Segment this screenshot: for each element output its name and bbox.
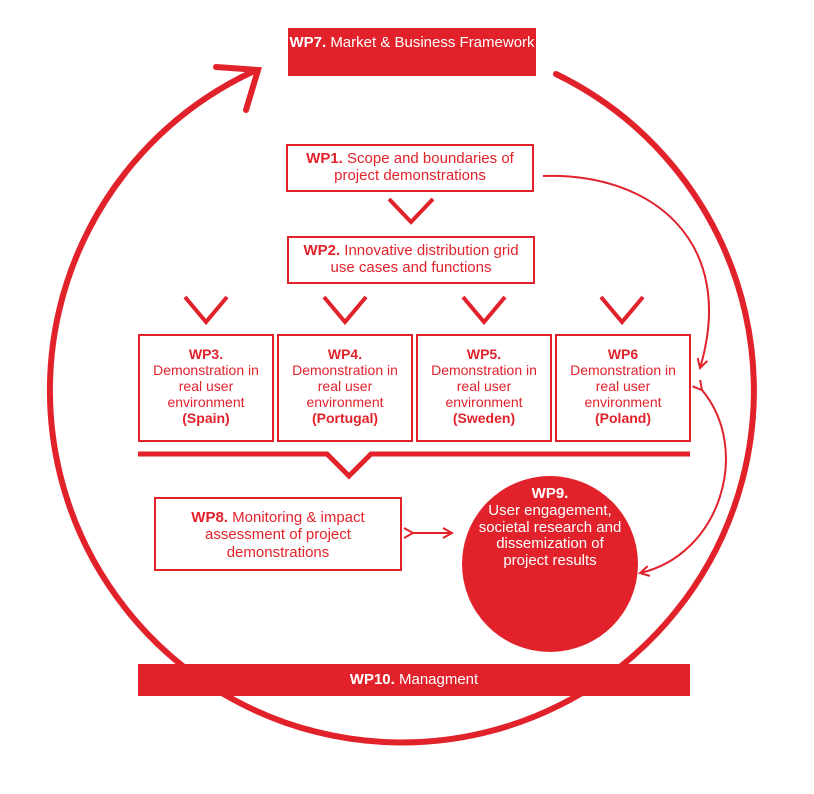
wp6-text: Demonstration in real user environment [570, 362, 676, 411]
wp7-code: WP7. [289, 34, 327, 51]
chevron-wp2-to-wp4 [322, 295, 368, 326]
wp5-text: Demonstration in real user environment [431, 362, 537, 411]
wp10-bar: WP10. Managment [138, 664, 690, 696]
wp7-box: WP7. Market & Business Framework [288, 28, 536, 76]
wp1-box: WP1. Scope and boundaries of project dem… [286, 144, 534, 192]
wp4-text: Demonstration in real user environment [292, 362, 398, 411]
wp8-code: WP8. [191, 509, 228, 526]
merge-bar [138, 451, 690, 480]
wp9-code: WP9. [531, 485, 569, 502]
wp2-box: WP2. Innovative distribution grid use ca… [287, 236, 535, 284]
wp3-code: WP3. [188, 346, 224, 362]
wp7-title: Market & Business Framework [330, 34, 535, 51]
wp9-circle: WP9. User engagement, societal research … [462, 476, 638, 652]
wp2-title: Innovative distribution grid use cases a… [330, 242, 519, 277]
chevron-wp2-to-wp6 [599, 295, 645, 326]
arrow-wp1-to-wp6 [542, 174, 710, 368]
chevron-wp1-to-wp2 [387, 197, 435, 225]
chevron-wp2-to-wp3 [183, 295, 229, 326]
chevron-wp2-to-wp5 [461, 295, 507, 326]
wp8-title: Monitoring & impact assessment of projec… [205, 509, 365, 561]
outer-cycle-arrowhead [213, 64, 262, 113]
wp10-title: Managment [398, 671, 479, 688]
outer-cycle-arrow [46, 69, 757, 746]
wp5-country: (Sweden) [452, 410, 516, 427]
wp3-country: (Spain) [182, 410, 230, 427]
wp6-code: WP6 [607, 346, 639, 362]
arrow-wp6-wp9 [640, 390, 727, 573]
wp4-country: (Portugal) [311, 410, 379, 427]
wp4-code: WP4. [327, 346, 363, 362]
wp4-box: WP4. Demonstration in real user environm… [277, 334, 413, 442]
wp5-code: WP5. [466, 346, 502, 362]
wp3-box: WP3. Demonstration in real user environm… [138, 334, 274, 442]
wp5-box: WP5. Demonstration in real user environm… [416, 334, 552, 442]
wp10-code: WP10. [349, 671, 395, 688]
wp3-text: Demonstration in real user environment [153, 362, 259, 411]
wp9-title: User engagement, societal research and d… [478, 501, 622, 570]
wp6-box: WP6 Demonstration in real user environme… [555, 334, 691, 442]
wp6-country: (Poland) [595, 410, 651, 427]
wp1-code: WP1. [306, 150, 343, 167]
wp1-title: Scope and boundaries of project demonstr… [334, 150, 514, 185]
wp8-box: WP8. Monitoring & impact assessment of p… [154, 497, 402, 571]
wp2-code: WP2. [303, 242, 341, 259]
